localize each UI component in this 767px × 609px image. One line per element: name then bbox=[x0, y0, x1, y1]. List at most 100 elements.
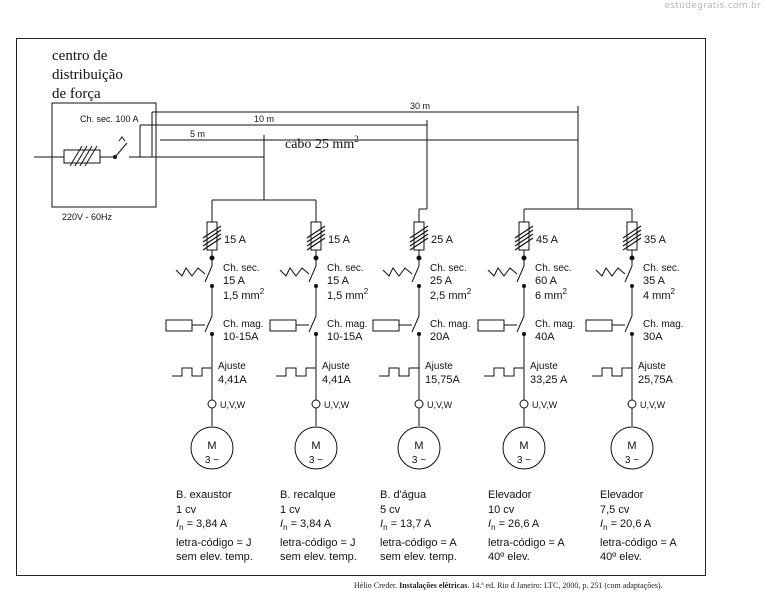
switch-label: Ch. sec. bbox=[535, 263, 572, 274]
main-switch-icon bbox=[114, 142, 128, 158]
section-sup: 2 bbox=[467, 287, 472, 296]
current-value: = 26,6 A bbox=[495, 518, 540, 530]
current-sub: n bbox=[383, 523, 388, 533]
terminal-icon bbox=[627, 399, 637, 409]
terminal-label: U,V,W bbox=[532, 400, 558, 410]
motor-code: letra-código = J bbox=[176, 536, 252, 549]
magnetic-range: 20A bbox=[430, 331, 450, 343]
adjust-label: Ajuste bbox=[322, 361, 350, 372]
motor-symbol: M bbox=[414, 440, 423, 452]
current-symbol: I bbox=[600, 518, 604, 530]
current-symbol: I bbox=[176, 518, 180, 530]
motor-name: Elevador bbox=[488, 489, 532, 501]
current-sub: n bbox=[603, 523, 608, 533]
switch-section: 1,5 mm2 bbox=[223, 287, 265, 302]
disconnect-switch-icon bbox=[624, 265, 633, 283]
section-sup: 2 bbox=[563, 287, 568, 296]
current-sub: n bbox=[179, 523, 184, 533]
adjust-value: 4,41A bbox=[218, 374, 247, 386]
motor-symbol: M bbox=[519, 440, 528, 452]
current-value: = 3,84 A bbox=[287, 518, 332, 530]
magnetic-label: Ch. mag. bbox=[535, 319, 576, 330]
adjust-value: 15,75A bbox=[425, 374, 461, 386]
motor-branch bbox=[165, 221, 234, 470]
section-text: 4 mm bbox=[643, 290, 671, 302]
terminal-icon bbox=[414, 399, 424, 409]
switch-actuator-icon bbox=[382, 267, 413, 277]
magnetic-breaker-icon bbox=[516, 315, 525, 333]
switch-current: 35 A bbox=[643, 275, 666, 287]
motor-current: In = 13,7 A bbox=[380, 517, 457, 536]
magnetic-breaker-icon bbox=[308, 315, 317, 333]
voltage-label: 220V - 60Hz bbox=[62, 212, 113, 222]
adjust-label: Ajuste bbox=[425, 361, 453, 372]
motor-symbol: M bbox=[311, 440, 320, 452]
motor-branch bbox=[269, 221, 338, 470]
current-value: = 13,7 A bbox=[387, 518, 432, 530]
magnetic-label: Ch. mag. bbox=[430, 319, 471, 330]
section-sup: 2 bbox=[671, 287, 676, 296]
current-sub: n bbox=[491, 523, 496, 533]
distribution-center-title: centro de distribuição de força bbox=[52, 47, 123, 104]
switch-current: 60 A bbox=[535, 275, 558, 287]
fuse-rating: 25 A bbox=[431, 234, 454, 246]
title-line: de força bbox=[52, 86, 101, 102]
section-text: 1,5 mm bbox=[223, 290, 260, 302]
motor-power: 1 cv bbox=[176, 503, 197, 516]
magnetic-relay-icon bbox=[477, 319, 505, 332]
motor-phase: 3 ~ bbox=[412, 455, 426, 466]
section-sup: 2 bbox=[260, 287, 265, 296]
magnetic-label: Ch. mag. bbox=[327, 319, 368, 330]
motor-icon bbox=[190, 426, 234, 470]
overload-relay-icon bbox=[379, 367, 419, 377]
terminal-label: U,V,W bbox=[220, 400, 246, 410]
magnetic-label: Ch. mag. bbox=[223, 319, 264, 330]
magnetic-range: 40A bbox=[535, 331, 555, 343]
motor-icon bbox=[397, 426, 441, 470]
current-symbol: I bbox=[488, 518, 492, 530]
current-value: = 3,84 A bbox=[183, 518, 228, 530]
motor-temp: 40º elev. bbox=[600, 551, 642, 564]
motor-temp: sem elev. temp. bbox=[280, 551, 357, 564]
motor-code: letra-código = A bbox=[600, 536, 677, 549]
cable-label: cabo 25 mm2 bbox=[285, 134, 359, 152]
disconnect-switch-icon bbox=[308, 265, 317, 283]
source-caption: Hélio Creder. Instalações elétricas. 14.… bbox=[354, 581, 663, 590]
switch-current: 15 A bbox=[327, 275, 350, 287]
motor-temp: sem elev. temp. bbox=[380, 551, 457, 564]
magnetic-breaker-icon bbox=[411, 315, 420, 333]
caption-rest: . 14.ª ed. Rio d Janeiro: LTC, 2000, p. … bbox=[467, 581, 663, 590]
magnetic-breaker-icon bbox=[204, 315, 213, 333]
overload-relay-icon bbox=[276, 367, 316, 377]
magnetic-relay-icon bbox=[269, 319, 297, 332]
distribution-box bbox=[51, 102, 157, 208]
disconnect-switch-icon bbox=[411, 265, 420, 283]
adjust-value: 4,41A bbox=[322, 374, 351, 386]
distance-5m-label: 5 m bbox=[190, 129, 205, 139]
motor-icon bbox=[502, 426, 546, 470]
fuse-rating: 15 A bbox=[328, 234, 351, 246]
switch-section: 6 mm2 bbox=[535, 287, 568, 302]
motor-code: letra-código = J bbox=[280, 536, 356, 549]
fuse-rating: 15 A bbox=[224, 234, 247, 246]
magnetic-breaker-icon bbox=[624, 315, 633, 333]
caption-book: Instalações elétricas bbox=[399, 581, 468, 590]
motor-branch bbox=[477, 221, 546, 470]
magnetic-relay-icon bbox=[372, 319, 400, 332]
motor-name: B. d'água bbox=[380, 489, 427, 501]
switch-section: 2,5 mm2 bbox=[430, 287, 472, 302]
motor-name: Elevador bbox=[600, 489, 644, 501]
cable-text: cabo 25 mm bbox=[285, 137, 354, 152]
overload-relay-icon bbox=[592, 367, 632, 377]
motor-name: B. recalque bbox=[280, 489, 336, 501]
switch-current: 15 A bbox=[223, 275, 246, 287]
motor-branch bbox=[372, 221, 441, 470]
